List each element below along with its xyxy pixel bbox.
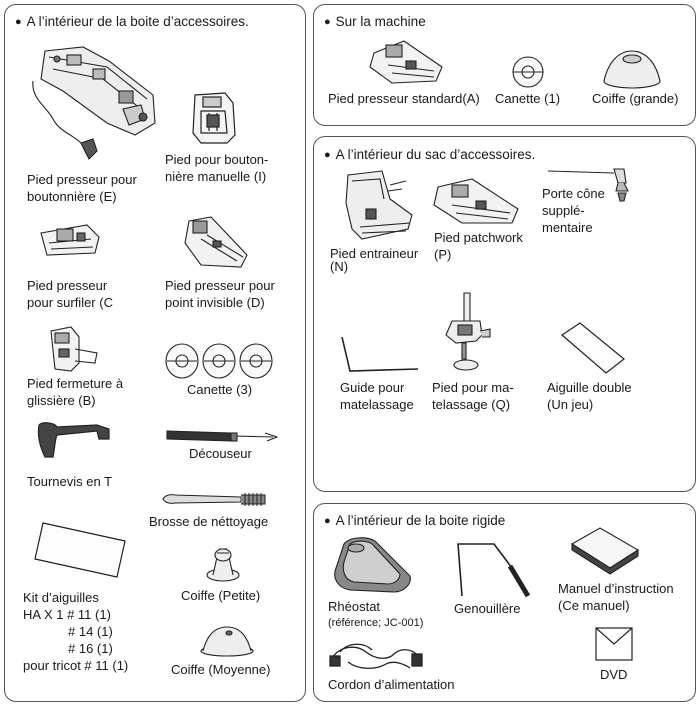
walking-foot-illustration: [332, 169, 422, 249]
item-label: Pied presseur pour surfiler (C: [27, 278, 113, 310]
bullet-icon: ●: [15, 16, 22, 28]
panel-sur-machine: ● Sur la machine Pied presseur standard(A…: [313, 4, 696, 126]
patchwork-foot-illustration: [432, 175, 522, 227]
item-label: Pied pour ma- telassage (Q): [432, 380, 514, 412]
item-label: Pied presseur pour boutonnière (E): [27, 172, 137, 204]
section-title: A l’intérieur de la boite rigide: [335, 513, 506, 528]
item-label: Coiffe (grande): [592, 91, 679, 106]
buttonhole-foot-illustration: [23, 39, 163, 169]
item-label: Coiffe (Moyenne): [171, 662, 271, 677]
dvd-sleeve-icon: [594, 626, 634, 662]
twin-needle-pack-illustration: [560, 321, 626, 375]
zipper-foot-illustration: [45, 323, 101, 373]
bobbin-illustration: [511, 55, 545, 89]
item-label: Pied patchwork (P): [434, 230, 523, 262]
item-label: DVD: [600, 667, 628, 682]
bullet-icon: ●: [324, 515, 331, 527]
large-spool-cap-illustration: [602, 47, 662, 89]
needle-kit-illustration: [33, 519, 129, 579]
quilting-guide-illustration: [328, 333, 424, 377]
t-screwdriver-illustration: [33, 419, 115, 463]
item-label: Guide pour matelassage: [340, 380, 414, 412]
bobbins-illustration: [163, 341, 275, 381]
item-label: Coiffe (Petite): [181, 588, 261, 603]
foot-controller-illustration: [330, 534, 414, 594]
seam-ripper-illustration: [165, 423, 285, 447]
medium-spool-cap-illustration: [199, 623, 255, 657]
quilting-foot-illustration: [440, 291, 496, 375]
item-label: Cordon d’alimentation: [328, 677, 455, 692]
panel-title: ● Sur la machine: [324, 14, 426, 29]
section-title: Sur la machine: [335, 14, 426, 29]
small-spool-cap-illustration: [203, 543, 243, 583]
item-label: Pied presseur standard(A): [328, 91, 480, 106]
item-label: Manuel d’instruction (Ce manuel): [558, 581, 674, 613]
blind-stitch-foot-illustration: [181, 215, 253, 271]
panel-title: ● A l’intérieur de la boite d’accessoires…: [15, 14, 249, 29]
manual-buttonhole-foot-illustration: [187, 89, 239, 147]
item-label: Kit d’aiguilles HA X 1 # 11 (1) # 14 (1)…: [23, 590, 129, 673]
panel-title: ● A l’intérieur de la boite rigide: [324, 513, 505, 528]
knee-lifter-illustration: [454, 538, 531, 598]
item-label: Découseur: [189, 446, 252, 461]
power-cord-illustration: [328, 636, 424, 676]
panel-boite-accessoires: ● A l’intérieur de la boite d’accessoires…: [4, 4, 306, 702]
item-label: Canette (3): [187, 382, 253, 397]
overcast-foot-illustration: [37, 219, 101, 259]
item-label: Canette (1): [495, 91, 561, 106]
item-label: Brosse de néttoyage: [149, 514, 269, 529]
cleaning-brush-illustration: [161, 489, 271, 509]
manual-book-illustration: [570, 526, 640, 575]
section-title: A l’intérieur de la boite d’accessoires.: [26, 14, 249, 29]
item-label: Pied presseur pour point invisible (D): [165, 278, 275, 310]
panel-sac-accessoires: ● A l’intérieur du sac d’accessoires. Pie…: [313, 136, 696, 492]
bullet-icon: ●: [324, 149, 331, 161]
item-label: Genouillère: [454, 601, 521, 616]
item-label: Rhéostat (référence; JC-001): [328, 599, 424, 629]
item-label: Aiguille double (Un jeu): [547, 380, 632, 412]
item-label: Pied fermeture à glissière (B): [27, 376, 124, 408]
standard-foot-illustration: [368, 37, 444, 87]
item-label: Tournevis en T: [27, 474, 113, 489]
panel-boite-rigide: ● A l’intérieur de la boite rigide Rhéost…: [313, 503, 696, 702]
item-label: Porte cône supplé- mentaire: [542, 186, 605, 235]
section-title: A l’intérieur du sac d’accessoires.: [335, 147, 536, 162]
bullet-icon: ●: [324, 16, 331, 28]
item-label: Pied entraineur (N): [330, 246, 419, 274]
panel-title: ● A l’intérieur du sac d’accessoires.: [324, 147, 535, 162]
item-label: Pied pour bouton- nière manuelle (I): [165, 152, 269, 184]
spool-pin-illustration: [544, 165, 644, 209]
